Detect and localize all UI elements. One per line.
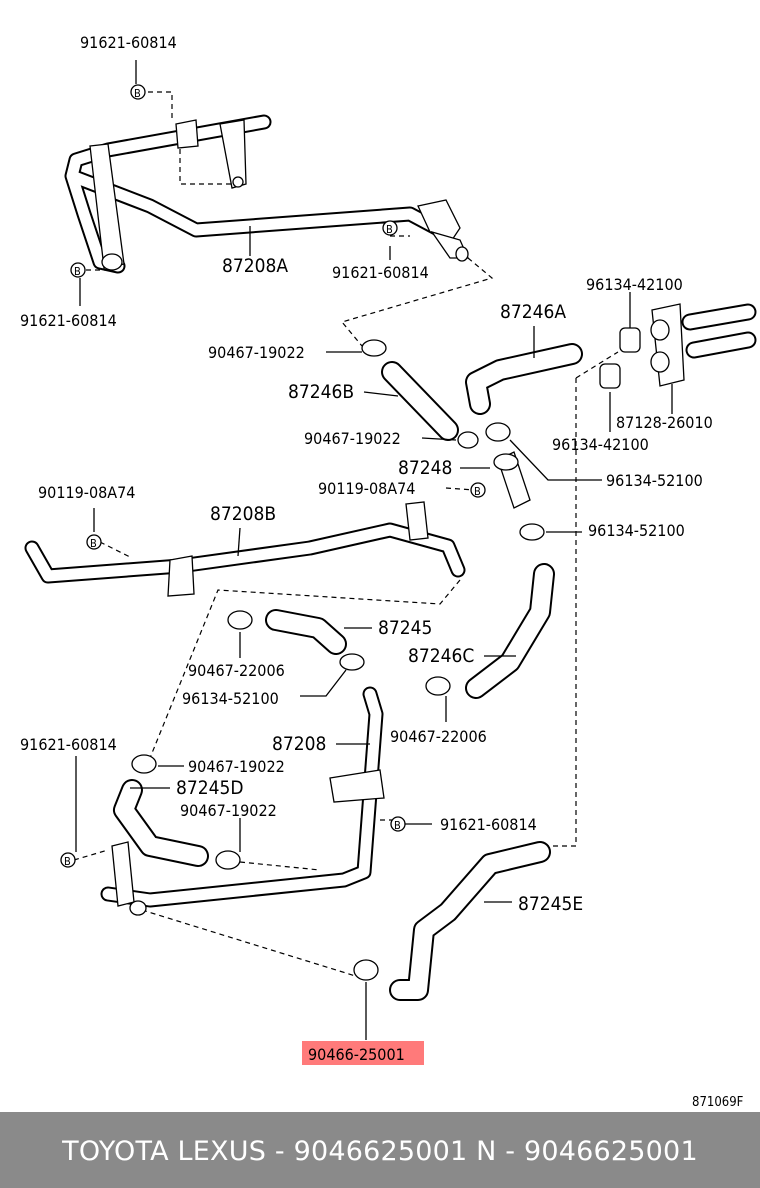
- svg-text:B: B: [64, 855, 71, 868]
- part-number-label: 91621-60814: [80, 33, 177, 52]
- diagram-code: 871069F: [692, 1095, 744, 1110]
- part-number-label: 90467-19022: [180, 801, 277, 820]
- part-number-label: 90467-19022: [304, 429, 401, 448]
- hose-87245: [227, 609, 365, 671]
- bolt-marker-icon: B: [390, 816, 406, 832]
- bolt-marker-icon: B: [86, 534, 102, 550]
- part-number-label: 91621-60814: [20, 311, 117, 330]
- part-number-label: 90467-22006: [188, 661, 285, 680]
- svg-text:B: B: [74, 265, 81, 278]
- part-number-label: 90119-08A74: [38, 483, 135, 502]
- cooler-87128-26010: [599, 303, 757, 389]
- part-number-label: 91621-60814: [20, 735, 117, 754]
- bolt-marker-icon: B: [60, 852, 76, 868]
- part-number-label: 87208A: [222, 255, 288, 277]
- part-number-label: 96134-42100: [552, 435, 649, 454]
- svg-text:90466-25001: 90466-25001: [308, 1045, 405, 1064]
- pipe-87208: [100, 686, 385, 916]
- bolt-marker-icon: B: [382, 220, 398, 236]
- dashed-reference-lines: [73, 91, 619, 979]
- leader-lines: [75, 60, 673, 1040]
- part-number-label: 87245: [378, 617, 432, 639]
- pipe-87208A: [64, 114, 470, 274]
- part-number-label: 87208B: [210, 503, 276, 525]
- footer-text: TOYOTA LEXUS - 9046625001 N - 9046625001: [62, 1136, 698, 1167]
- pipe-87208B: [24, 501, 466, 597]
- bolt-marker-icon: B: [470, 482, 486, 498]
- hose-87246C: [425, 563, 555, 699]
- part-number-label: 96134-52100: [588, 521, 685, 540]
- part-number-label: 87128-26010: [616, 413, 713, 432]
- part-number-label: 87245E: [518, 893, 583, 915]
- part-number-label: 87208: [272, 733, 326, 755]
- hose-87246B: [361, 339, 511, 449]
- parts-diagram: B B B B B B B 91621-60814 91621-60814 87…: [20, 33, 757, 1110]
- part-number-label: 87246A: [500, 301, 566, 323]
- bolt-markers: B B B B B B B: [60, 84, 486, 868]
- hose-87245E: [353, 841, 551, 1001]
- part-labels: 91621-60814 91621-60814 87208A 91621-608…: [20, 33, 713, 915]
- svg-text:B: B: [394, 819, 401, 832]
- part-number-label: 90467-19022: [188, 757, 285, 776]
- footer-bar: TOYOTA LEXUS - 9046625001 N - 9046625001: [0, 1112, 760, 1188]
- part-number-label: 96134-42100: [586, 275, 683, 294]
- part-number-label: 87246C: [408, 645, 474, 667]
- part-number-label: 87245D: [176, 777, 244, 799]
- joint-87248: [493, 451, 545, 541]
- part-number-label: 90119-08A74: [318, 479, 415, 498]
- part-number-label: 90467-22006: [390, 727, 487, 746]
- svg-text:B: B: [90, 537, 97, 550]
- svg-text:B: B: [134, 87, 141, 100]
- svg-text:B: B: [386, 223, 393, 236]
- svg-text:B: B: [474, 485, 481, 498]
- part-number-label: 90467-19022: [208, 343, 305, 362]
- part-number-label: 96134-52100: [606, 471, 703, 490]
- part-number-label: 87248: [398, 457, 452, 479]
- part-number-label: 87246B: [288, 381, 354, 403]
- part-number-label: 91621-60814: [440, 815, 537, 834]
- part-number-label: 91621-60814: [332, 263, 429, 282]
- hose-87245D: [113, 754, 241, 870]
- hose-87246A: [465, 343, 583, 415]
- part-number-label: 96134-52100: [182, 689, 279, 708]
- bolt-marker-icon: B: [70, 262, 86, 278]
- bolt-marker-icon: B: [130, 84, 146, 100]
- highlighted-part-label: 90466-25001: [302, 1041, 424, 1065]
